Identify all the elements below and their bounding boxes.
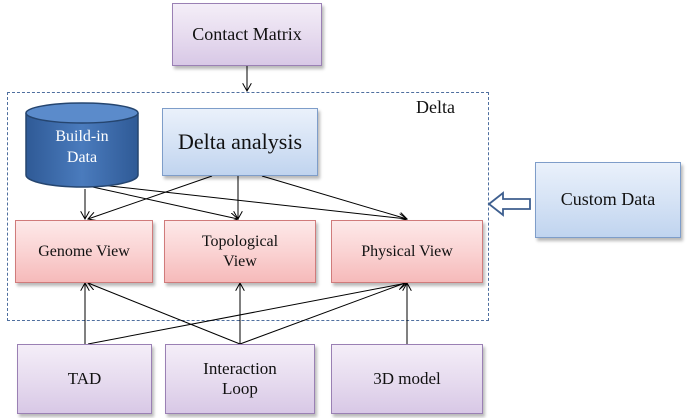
edge-loop-to-physical bbox=[239, 283, 405, 345]
build-in-data-database: Build-in Data bbox=[24, 101, 140, 189]
physical-view-label: Physical View bbox=[361, 242, 453, 260]
3d-model-label: 3D model bbox=[373, 368, 441, 388]
interaction-loop-label-line1: Interaction bbox=[203, 358, 277, 378]
delta-analysis-label: Delta analysis bbox=[177, 128, 303, 154]
delta-label: Delta bbox=[416, 97, 455, 117]
custom-data-label: Custom Data bbox=[560, 189, 656, 210]
interaction-loop-label-line2: Loop bbox=[222, 379, 258, 398]
genome-view-box: Genome View bbox=[15, 220, 153, 283]
delta-container bbox=[7, 92, 489, 321]
contact-matrix-label: Contact Matrix bbox=[192, 23, 302, 44]
topological-view-box: Topological View bbox=[164, 220, 316, 283]
edge-data-to-physical bbox=[91, 183, 407, 219]
contact-matrix-box: Contact Matrix bbox=[172, 3, 322, 66]
build-in-data-label: Build-in Data bbox=[55, 128, 109, 166]
tad-label: TAD bbox=[67, 368, 102, 388]
custom-data-arrow-icon bbox=[487, 191, 531, 217]
3d-model-box: 3D model bbox=[331, 344, 483, 414]
edge-analysis-to-genome bbox=[88, 175, 213, 219]
edge-data-to-topological bbox=[87, 185, 238, 219]
physical-view-box: Physical View bbox=[331, 220, 483, 283]
topological-view-label-line2: View bbox=[223, 252, 257, 270]
database-icon bbox=[25, 102, 139, 188]
custom-data-box: Custom Data bbox=[535, 162, 681, 238]
edge-analysis-to-physical bbox=[261, 175, 407, 219]
edge-loop-to-genome bbox=[88, 283, 241, 345]
genome-view-label: Genome View bbox=[38, 242, 130, 260]
topological-view-label-line1: Topological bbox=[201, 233, 279, 251]
edge-tad-to-physical bbox=[87, 283, 407, 345]
interaction-loop-box: Interaction Loop bbox=[165, 344, 315, 414]
delta-analysis-box: Delta analysis bbox=[162, 108, 318, 176]
tad-box: TAD bbox=[17, 344, 152, 414]
